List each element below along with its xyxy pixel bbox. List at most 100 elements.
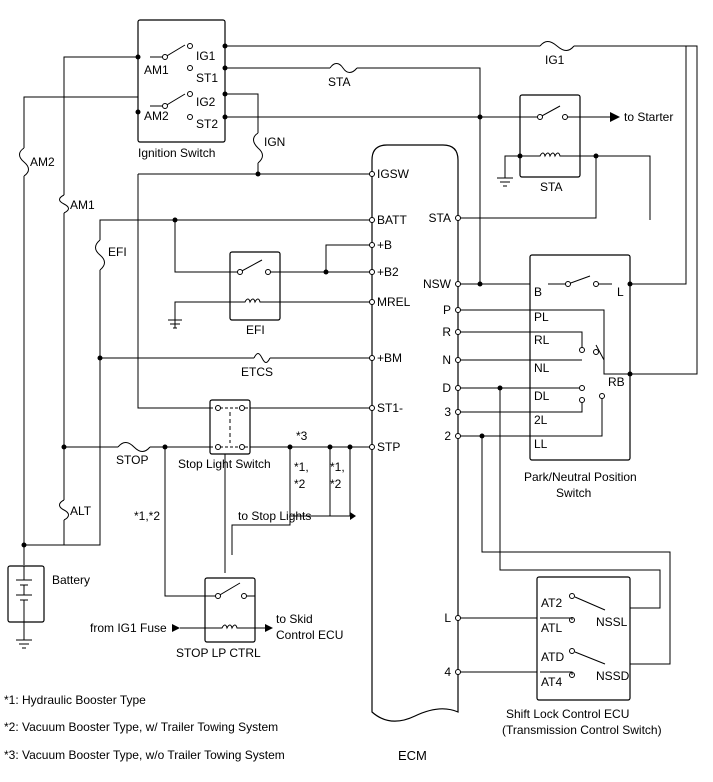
pnp-pin-b: B [534,285,542,299]
ecm-pin-4: 4 [444,665,451,679]
fuse-alt-label: ALT [70,504,92,518]
am1-label: AM1 [144,63,169,77]
ecm-pin-r: R [442,325,451,339]
fuse-sta-label: STA [328,75,350,89]
fuse-am2-label: AM2 [30,155,55,169]
ecm-terminal [455,433,461,439]
battery-ground-icon [16,639,32,649]
fuses: IG1 STA IGN AM2 AM1 EFI ETCS STOP ALT [19,41,575,521]
ecm-terminal [455,215,461,221]
ecm-terminal [369,355,375,361]
pnp-pin-pl: PL [534,310,549,324]
efi-relay: EFI [168,251,281,337]
ecm-terminal [455,307,461,313]
pnp-pin-rl: RL [534,333,550,347]
to-skid-label-1: to Skid [276,612,313,626]
shift-lock-pin-atl: ATL [541,621,562,635]
ecm-pin-bm: +BM [377,351,402,365]
shift-lock-title-2: (Transmission Control Switch) [502,723,662,737]
junction-dots [21,43,633,548]
ecm-pin-nsw: NSW [423,277,452,291]
arrow-from-ig1-icon [172,624,180,632]
ecm-terminal [369,405,375,411]
note-2: *2: Vacuum Booster Type, w/ Trailer Towi… [4,720,278,734]
shift-lock-pin-atd: ATD [541,650,564,664]
ecm-pin-sta: STA [429,211,451,225]
park-neutral-position-switch: B L PL RL NL DL 2L LL RB Park/Neutral Po… [524,254,637,500]
pnp-pin-dl: DL [534,389,550,403]
shift-lock-pin-at4: AT4 [541,675,562,689]
star2-mark-a: *2 [294,477,306,491]
sta-relay: STA to Starter [497,94,673,194]
ecm-terminal [455,385,461,391]
ground-icon [497,172,513,187]
ecm-terminal [369,242,375,248]
ecm-terminal [369,444,375,450]
fuse-am1-label: AM1 [70,198,95,212]
ecm-pin-st1: ST1- [377,401,403,415]
fuse-alt-icon [59,499,69,521]
pnp-pin-nl: NL [534,361,550,375]
ecm-terminal [455,615,461,621]
footnotes: *1: Hydraulic Booster Type *2: Vacuum Bo… [4,693,285,762]
st1-label: ST1 [196,71,218,85]
fuse-ign-label: IGN [264,135,285,149]
efi-ground-icon [168,319,182,329]
star1-mark-b: *1, [330,460,345,474]
fuse-efi-icon [95,239,105,271]
ecm-pin-d: D [442,381,451,395]
to-stop-lights-label: to Stop Lights [238,509,311,523]
ecm-pin-2: 2 [444,429,451,443]
shift-lock-pin-at2: AT2 [541,596,562,610]
battery-label: Battery [52,573,90,587]
pnp-pin-ll: LL [534,437,548,451]
star2-mark-b: *2 [330,477,342,491]
stop-lp-ctrl-label: STOP LP CTRL [176,646,261,660]
from-ig1-fuse-label: from IG1 Fuse [90,621,167,635]
ecm-pin-3: 3 [444,405,451,419]
note-3: *3: Vacuum Booster Type, w/o Trailer Tow… [4,748,285,762]
ecm-terminal [369,171,375,177]
ecm-terminal [369,217,375,223]
fuse-ig1-icon [539,41,575,51]
ecm-terminal [455,409,461,415]
ecm-pin-igsw: IGSW [377,167,410,181]
fuse-ig1-label: IG1 [545,53,565,67]
ecm-pin-p: P [443,303,451,317]
ignition-switch: AM1 AM2 IG1 ST1 IG2 ST2 Ignition Switch [137,19,226,160]
fuse-etcs-label: ETCS [241,365,273,379]
ecm-pin-l: L [444,611,451,625]
shift-lock-pin-nssl: NSSL [596,615,628,629]
ecm-terminal [455,329,461,335]
note-1: *1: Hydraulic Booster Type [4,693,146,707]
to-skid-label-2: Control ECU [276,628,343,642]
ecm-pin-batt: BATT [377,213,407,227]
stop-light-switch-label: Stop Light Switch [178,457,271,471]
ecm-title: ECM [398,748,427,763]
ecm-pin-b2: +B2 [377,265,399,279]
am2-label: AM2 [144,109,169,123]
wires [23,45,698,673]
fuse-ign-icon [253,132,263,164]
ecm-pin-n: N [442,353,451,367]
ecm-terminal [455,669,461,675]
ecm-terminal [455,281,461,287]
pnp-pin-2l: 2L [534,413,548,427]
arrow-to-skid-icon [265,624,273,632]
ecm-terminal [369,299,375,305]
arrow-to-starter-icon [610,112,620,122]
stop-lp-ctrl-relay: STOP LP CTRL from IG1 Fuse to Skid Contr… [90,577,343,660]
ecm-terminal [369,269,375,275]
ignition-switch-title: Ignition Switch [138,146,215,160]
shift-lock-control-ecu: AT2 ATL ATD AT4 NSSL NSSD Shift Lock Con… [502,576,662,737]
star1-2-mark: *1,*2 [134,509,160,523]
to-starter-label: to Starter [624,110,673,124]
ecm-pin-b: +B [377,238,392,252]
st2-label: ST2 [196,117,218,131]
efi-relay-label: EFI [246,323,265,337]
pnp-pin-rb: RB [608,375,625,389]
